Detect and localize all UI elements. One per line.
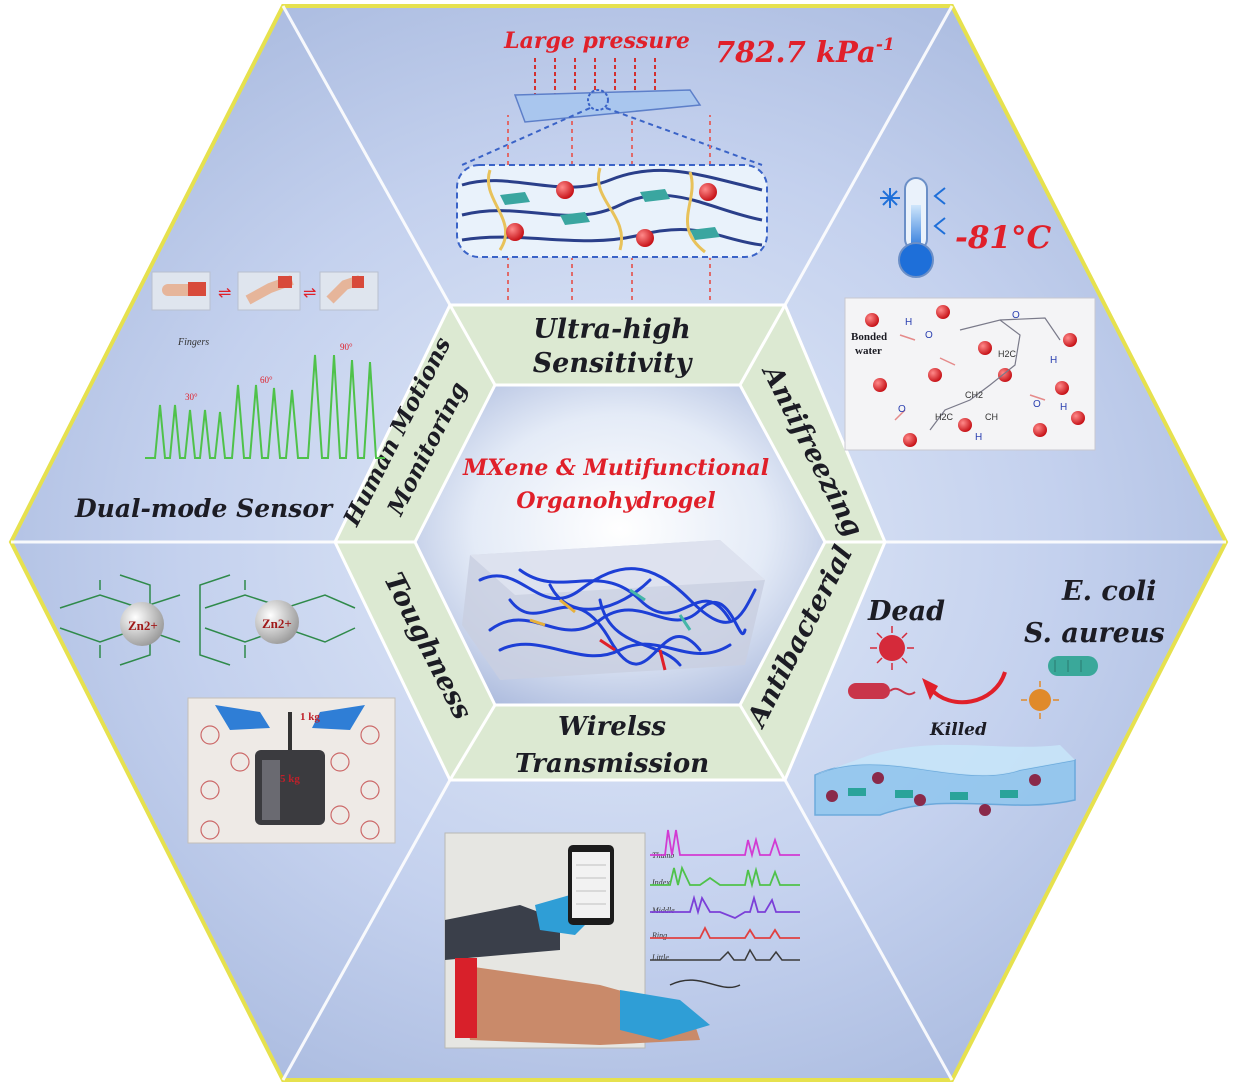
ecoli-icon	[1048, 656, 1098, 676]
large-pressure-label: Large pressure	[503, 28, 690, 54]
label-sensitivity-line1: Ultra-high	[533, 314, 691, 345]
pressure-panel: Large pressure 782.7 kPa-1	[456, 28, 895, 300]
sensitivity-value: 782.7 kPa-1	[715, 35, 895, 69]
finger-photo-3	[319, 271, 379, 311]
dead-label: Dead	[867, 596, 945, 627]
zinc-ion-1	[120, 602, 164, 646]
motion-signal-trace	[145, 354, 385, 459]
dead-rod-bacteria-icon	[848, 683, 916, 699]
label-sensitivity-line2: Sensitivity	[533, 348, 694, 379]
antifreezing-panel: -81°C Bonded water H O O H O O H H H2C H2C CH2C…	[844, 177, 1096, 451]
svg-text:H: H	[1050, 355, 1057, 366]
svg-text:O: O	[898, 404, 906, 415]
panel-dividers	[11, 5, 1226, 1081]
svg-text:H: H	[975, 432, 982, 443]
label-wireless-line2: Transmission	[515, 749, 709, 779]
sensitivity-exponent: -1	[876, 35, 895, 55]
zinc-ion-2	[255, 600, 299, 644]
signal-trace-ring	[650, 925, 800, 939]
killed-arrow	[928, 671, 1007, 705]
swap-arrow-2: ⇌	[303, 283, 316, 302]
center-title-line2: Organohydrogel	[516, 488, 715, 514]
weight-label-1: 1 kg	[300, 711, 320, 723]
svg-text:CH2: CH2	[965, 390, 983, 400]
toughness-panel: Zn2+ Zn2+ 1 kg 5 kg	[59, 574, 396, 844]
wireless-panel: Thumb Index Middle Ring Little	[444, 829, 800, 1049]
angle-label-60: 60°	[260, 375, 273, 385]
motion-sensor-panel: ⇌ ⇌ Fingers 30° 60° 90° Dual-mode Sensor	[74, 271, 385, 523]
svg-text:H: H	[905, 317, 912, 328]
svg-text:CH: CH	[985, 412, 998, 422]
zn-label-2: Zn2+	[262, 616, 292, 631]
angle-label-90: 90°	[340, 342, 353, 352]
svg-text:O: O	[1033, 399, 1041, 410]
saureus-icon	[1021, 681, 1059, 719]
signal-label-index: Index	[651, 878, 670, 887]
svg-text:O: O	[1012, 310, 1020, 321]
center-title-line1: MXene & Mutifunctional	[462, 455, 769, 481]
signal-label-middle: Middle	[651, 906, 675, 915]
dual-mode-sensor-label: Dual-mode Sensor	[74, 494, 334, 523]
signal-trace-middle	[650, 894, 800, 920]
svg-text:O: O	[925, 330, 933, 341]
svg-text:H2C: H2C	[935, 412, 954, 422]
angle-label-30: 30°	[185, 392, 198, 402]
ecoli-label: E. coli	[1061, 576, 1156, 607]
bonded-label-2: water	[855, 345, 882, 357]
hydrogel-film	[814, 744, 1076, 816]
saureus-label: S. aureus	[1024, 618, 1165, 649]
label-wireless-line1: Wirelss	[558, 712, 666, 742]
bonded-label-1: Bonded	[851, 331, 887, 343]
signal-trace-little	[650, 948, 800, 961]
thermometer-icon	[880, 177, 946, 278]
signal-trace-index	[650, 865, 800, 889]
pressure-plate	[513, 89, 702, 123]
fingers-label: Fingers	[177, 337, 209, 348]
organohydrogel-block	[462, 540, 765, 680]
svg-text:H2C: H2C	[998, 349, 1017, 359]
dead-bacteria-icon	[870, 626, 914, 670]
signal-label-little: Little	[651, 953, 669, 962]
killed-label: Killed	[929, 720, 987, 740]
zn-label-1: Zn2+	[128, 618, 158, 633]
temperature-label: -81°C	[955, 220, 1052, 256]
swap-arrow-1: ⇌	[218, 283, 231, 302]
pressure-arrows	[534, 58, 656, 95]
antibacterial-panel: Dead E. coli S. aureus Killed	[814, 576, 1165, 816]
signal-trace-thumb	[650, 829, 800, 859]
weight-label-2: 5 kg	[280, 773, 300, 785]
svg-text:H: H	[1060, 402, 1067, 413]
signal-label-ring: Ring	[651, 931, 667, 940]
ring-separators	[335, 304, 885, 781]
